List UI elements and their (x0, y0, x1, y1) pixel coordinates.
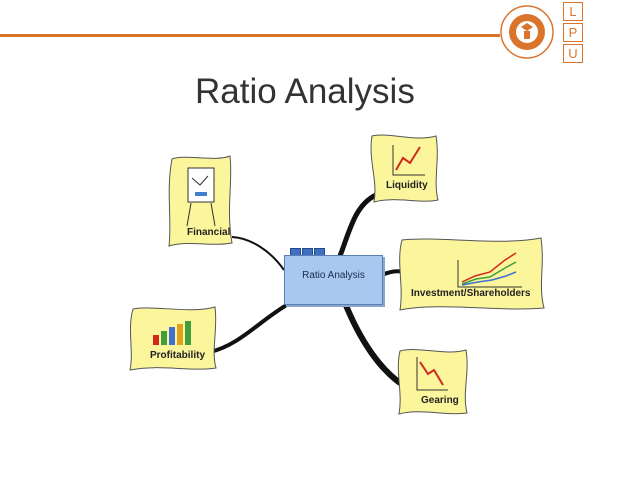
gearing-label: Gearing (421, 395, 459, 406)
university-seal-logo (500, 5, 554, 59)
center-node-label: Ratio Analysis (302, 270, 365, 281)
investment-label: Investment/Shareholders (411, 288, 531, 299)
logo-letter: L (563, 2, 583, 21)
financial-label: Financial (187, 227, 231, 238)
profitability-label: Profitability (150, 350, 206, 361)
liquidity-label: Liquidity (386, 180, 428, 191)
logo-letter: P (563, 23, 583, 42)
investment-node-shape (399, 237, 545, 311)
header-rule (0, 34, 500, 37)
logo-letter: U (563, 44, 583, 63)
liquidity-node-shape (370, 134, 439, 203)
gearing-node-shape (397, 349, 468, 415)
page-title: Ratio Analysis (195, 72, 415, 111)
center-node[interactable]: Ratio Analysis (284, 255, 383, 305)
logo-letters: L P U (563, 2, 583, 65)
